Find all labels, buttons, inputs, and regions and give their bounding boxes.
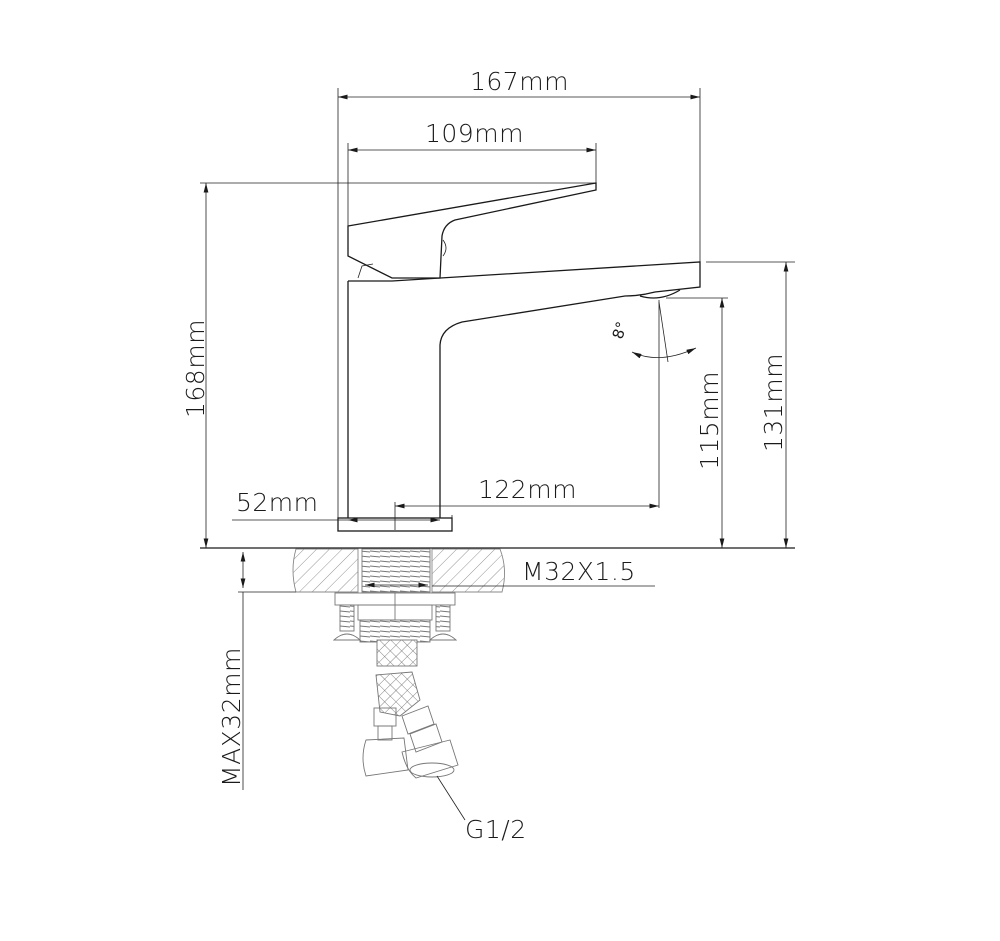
dimension-handle-length: 109mm [347,119,597,230]
label-52mm: 52mm [236,488,319,517]
label-thread: M32X1.5 [522,557,636,586]
label-131mm: 131mm [759,353,788,452]
supply-hoses: G1/2 [362,639,527,844]
label-167mm: 167mm [470,67,569,96]
dimension-spout-reach: 122mm [394,300,660,530]
label-angle: 8° [609,319,631,341]
label-109mm: 109mm [425,119,524,148]
dimension-spout-top-height: 131mm [706,261,795,548]
dimension-outlet-height: 115mm [666,297,728,548]
dimension-base-diameter: 52mm [232,488,453,531]
angle-annotation: 8° [609,301,697,363]
countertop-section: M32X1.5 [292,548,655,593]
label-168mm: 168mm [181,319,210,418]
mounting-hardware [332,592,458,643]
dimension-max-thickness: MAX32mm [217,552,296,790]
label-hose-connection: G1/2 [465,815,527,844]
label-115mm: 115mm [695,371,724,470]
dimension-overall-width: 167mm [337,67,701,520]
label-max-thickness: MAX32mm [217,647,246,787]
label-122mm: 122mm [478,475,577,504]
faucet-body [337,182,701,532]
dimension-overall-height: 168mm [181,182,596,548]
